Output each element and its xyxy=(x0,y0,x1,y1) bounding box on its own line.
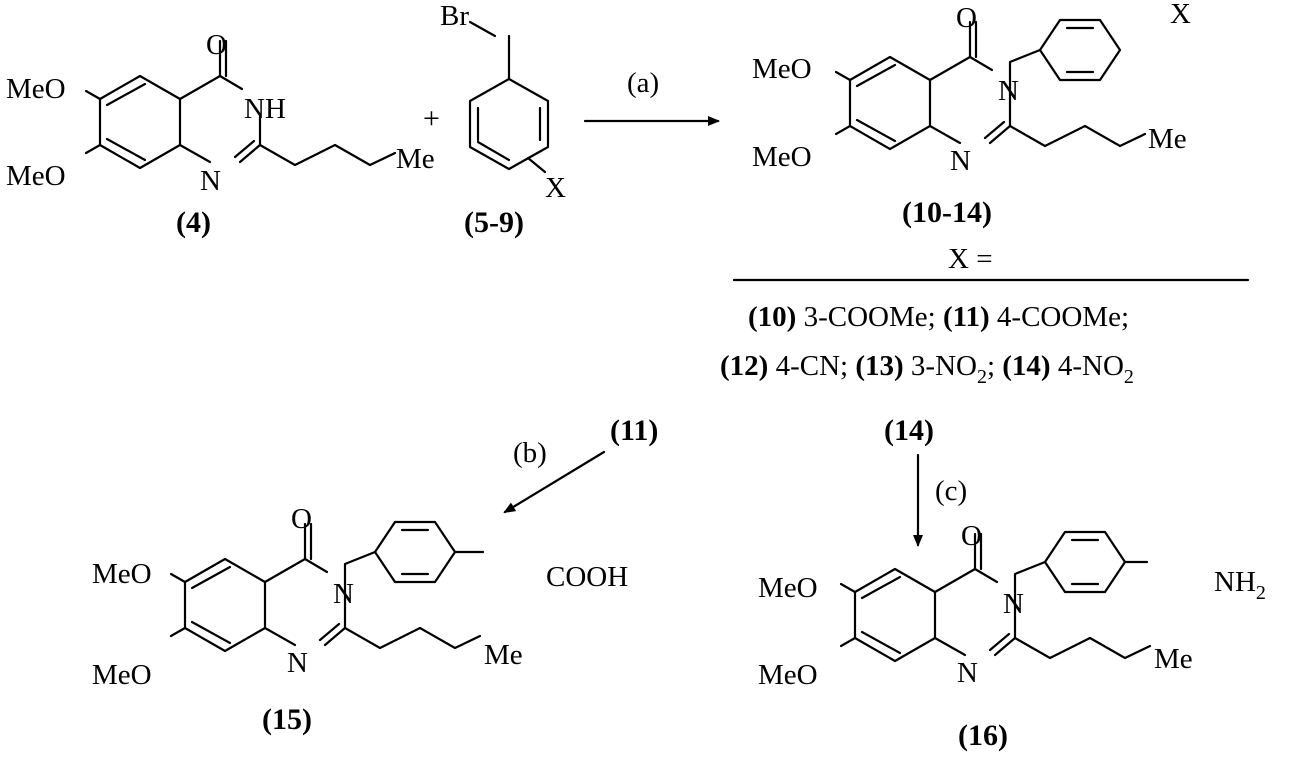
atom-methyl: Me xyxy=(1154,643,1193,675)
compound-4-structure xyxy=(84,39,397,170)
atom-oxygen: O xyxy=(206,29,227,61)
condition-a: (a) xyxy=(627,67,659,99)
compound-label-15: (15) xyxy=(262,703,312,736)
atom-oxygen: O xyxy=(961,520,982,552)
reaction-arrow-b xyxy=(503,450,606,514)
atom-oxygen: O xyxy=(291,503,312,535)
atom-methoxy-lower: MeO xyxy=(758,659,818,691)
substituent-header: X = xyxy=(948,243,993,275)
compound-label-5-9: (5-9) xyxy=(464,206,524,239)
atom-n3: N xyxy=(1003,588,1024,620)
atom-nitrogen: N xyxy=(287,647,308,679)
compound-label-4: (4) xyxy=(176,206,211,239)
atom-methoxy-lower: MeO xyxy=(6,160,66,192)
atom-methoxy-lower: MeO xyxy=(752,141,812,173)
atom-amino: NH2 xyxy=(1214,566,1266,604)
substituent-line-2: (12) 4-CN; (13) 3-NO2; (14) 4-NO2 xyxy=(720,350,1134,388)
atom-methyl: Me xyxy=(1148,123,1187,155)
compound-16-structure xyxy=(839,530,1152,663)
compound-label-16: (16) xyxy=(958,719,1008,752)
atom-methyl: Me xyxy=(484,639,523,671)
atom-n3: N xyxy=(998,75,1019,107)
atom-methoxy-upper: MeO xyxy=(6,73,66,105)
atom-oxygen: O xyxy=(956,2,977,34)
atom-methoxy-lower: MeO xyxy=(92,659,152,691)
atom-carboxylic-acid: COOH xyxy=(546,561,628,593)
condition-c: (c) xyxy=(935,475,967,507)
atom-nitrogen: N xyxy=(957,657,978,689)
atom-methyl: Me xyxy=(396,143,435,175)
atom-substituent-x: X xyxy=(1170,0,1191,30)
atom-nitrogen: N xyxy=(200,165,221,197)
condition-b: (b) xyxy=(513,437,547,469)
atom-nh: NH xyxy=(244,93,286,125)
compound-label-14: (14) xyxy=(884,414,934,447)
atom-methoxy-upper: MeO xyxy=(92,558,152,590)
atom-n3: N xyxy=(333,578,354,610)
compound-label-11: (11) xyxy=(610,414,658,447)
compound-5-9-structure xyxy=(468,20,550,174)
atom-substituent-x: X xyxy=(545,172,566,204)
atom-bromine: Br xyxy=(440,0,469,32)
substituent-line-1: (10) 3-COOMe; (11) 4-COOMe; xyxy=(748,301,1129,333)
atom-methoxy-upper: MeO xyxy=(758,572,818,604)
compound-label-10-14: (10-14) xyxy=(902,196,992,229)
plus-sign: + xyxy=(423,102,440,135)
compound-10-14-structure xyxy=(834,18,1147,151)
compound-15-structure xyxy=(169,520,485,653)
atom-methoxy-upper: MeO xyxy=(752,53,812,85)
atom-nitrogen: N xyxy=(950,145,971,177)
